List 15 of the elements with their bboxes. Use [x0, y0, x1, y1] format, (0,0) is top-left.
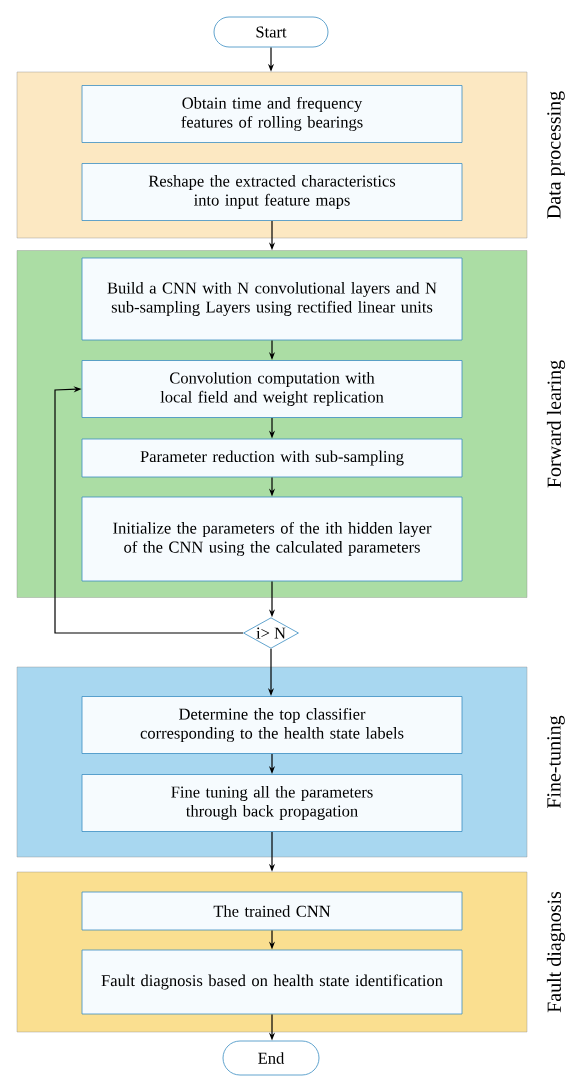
process-box: Determine the top classifier corresponding to the health state labels — [81, 696, 463, 754]
process-box: Obtain time and frequency features of rolling bearings — [81, 85, 463, 143]
node-label: Fault diagnosis — [546, 891, 566, 1013]
node-label: Data processing — [547, 91, 565, 219]
node-label: Forward learing — [546, 360, 566, 488]
process-box: Reshape the extracted characteristics into input feature maps — [81, 163, 463, 221]
arrow — [54, 386, 244, 634]
process-box: Convolution computation with local field and weight replication — [81, 360, 463, 418]
process-box: Parameter reduction with sub-sampling — [81, 438, 463, 478]
process-box: The trained CNN — [81, 891, 463, 931]
process-box: Fault diagnosis based on health state identification — [81, 949, 463, 1015]
process-box: Initialize the parameters of the ith hidden layer of the CNN using the calculated parameters — [81, 496, 463, 582]
node-label: Fine-tuning — [547, 715, 565, 809]
process-box: Fine tuning all the parameters through back propagation — [81, 774, 463, 832]
process-box: Build a CNN with N convolutional layers and N sub-sampling Layers using rectified linear units — [81, 257, 463, 341]
